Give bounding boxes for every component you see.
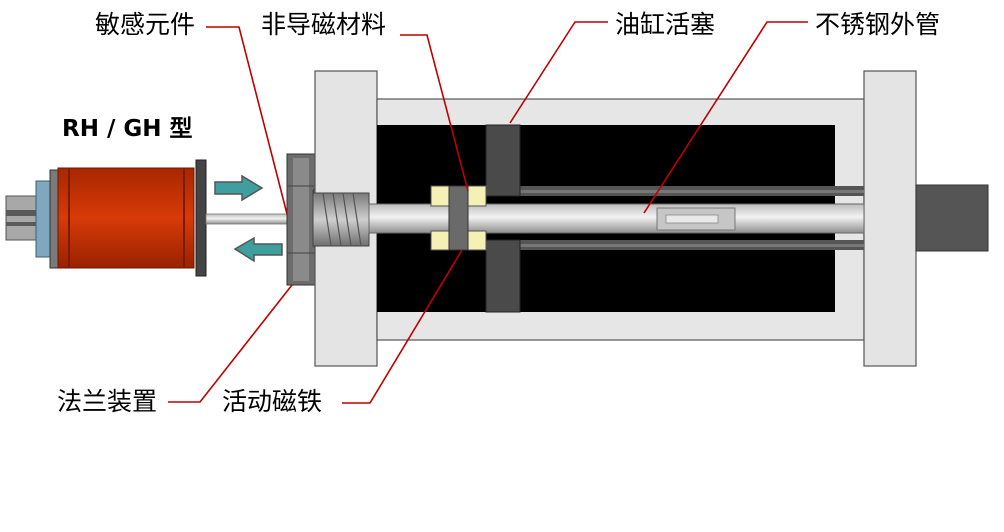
label-sensing-element: 敏感元件 (95, 10, 196, 39)
sensor-head (5, 159, 295, 277)
sensor-back-plate (195, 159, 207, 277)
flange (286, 153, 322, 286)
sensing-probe (205, 213, 295, 225)
arrow-right-icon (214, 174, 264, 202)
label-cylinder-piston: 油缸活塞 (615, 10, 716, 39)
magnet-assembly (430, 185, 487, 251)
piston (485, 124, 521, 313)
arrow-left-icon (233, 236, 283, 263)
piston-rod-end (915, 184, 989, 252)
leader-sensing-element (206, 26, 288, 215)
right-end-cap (863, 70, 917, 367)
label-non-magnetic-material: 非导磁材料 (261, 10, 387, 39)
label-stainless-steel-tube: 不锈钢外管 (815, 10, 941, 39)
leader-lines (168, 21, 808, 404)
moving-magnet-ring (448, 185, 469, 251)
waveguide-rod (368, 203, 865, 234)
leader-cylinder-piston (509, 21, 608, 124)
sensor-electronics-housing (57, 167, 195, 269)
direction-arrows (214, 174, 283, 263)
leader-moving-magnet (342, 249, 463, 404)
threaded-section (312, 192, 370, 247)
tube-end-detail (656, 207, 736, 231)
leader-flange-device (168, 284, 293, 403)
piston-rod (520, 186, 864, 250)
leader-stainless-tube (643, 21, 808, 214)
leader-non-magnetic-material (400, 34, 469, 192)
label-moving-magnet: 活动磁铁 (222, 387, 323, 416)
model-title: RH / GH 型 (62, 116, 193, 142)
label-flange-device: 法兰装置 (57, 387, 158, 416)
